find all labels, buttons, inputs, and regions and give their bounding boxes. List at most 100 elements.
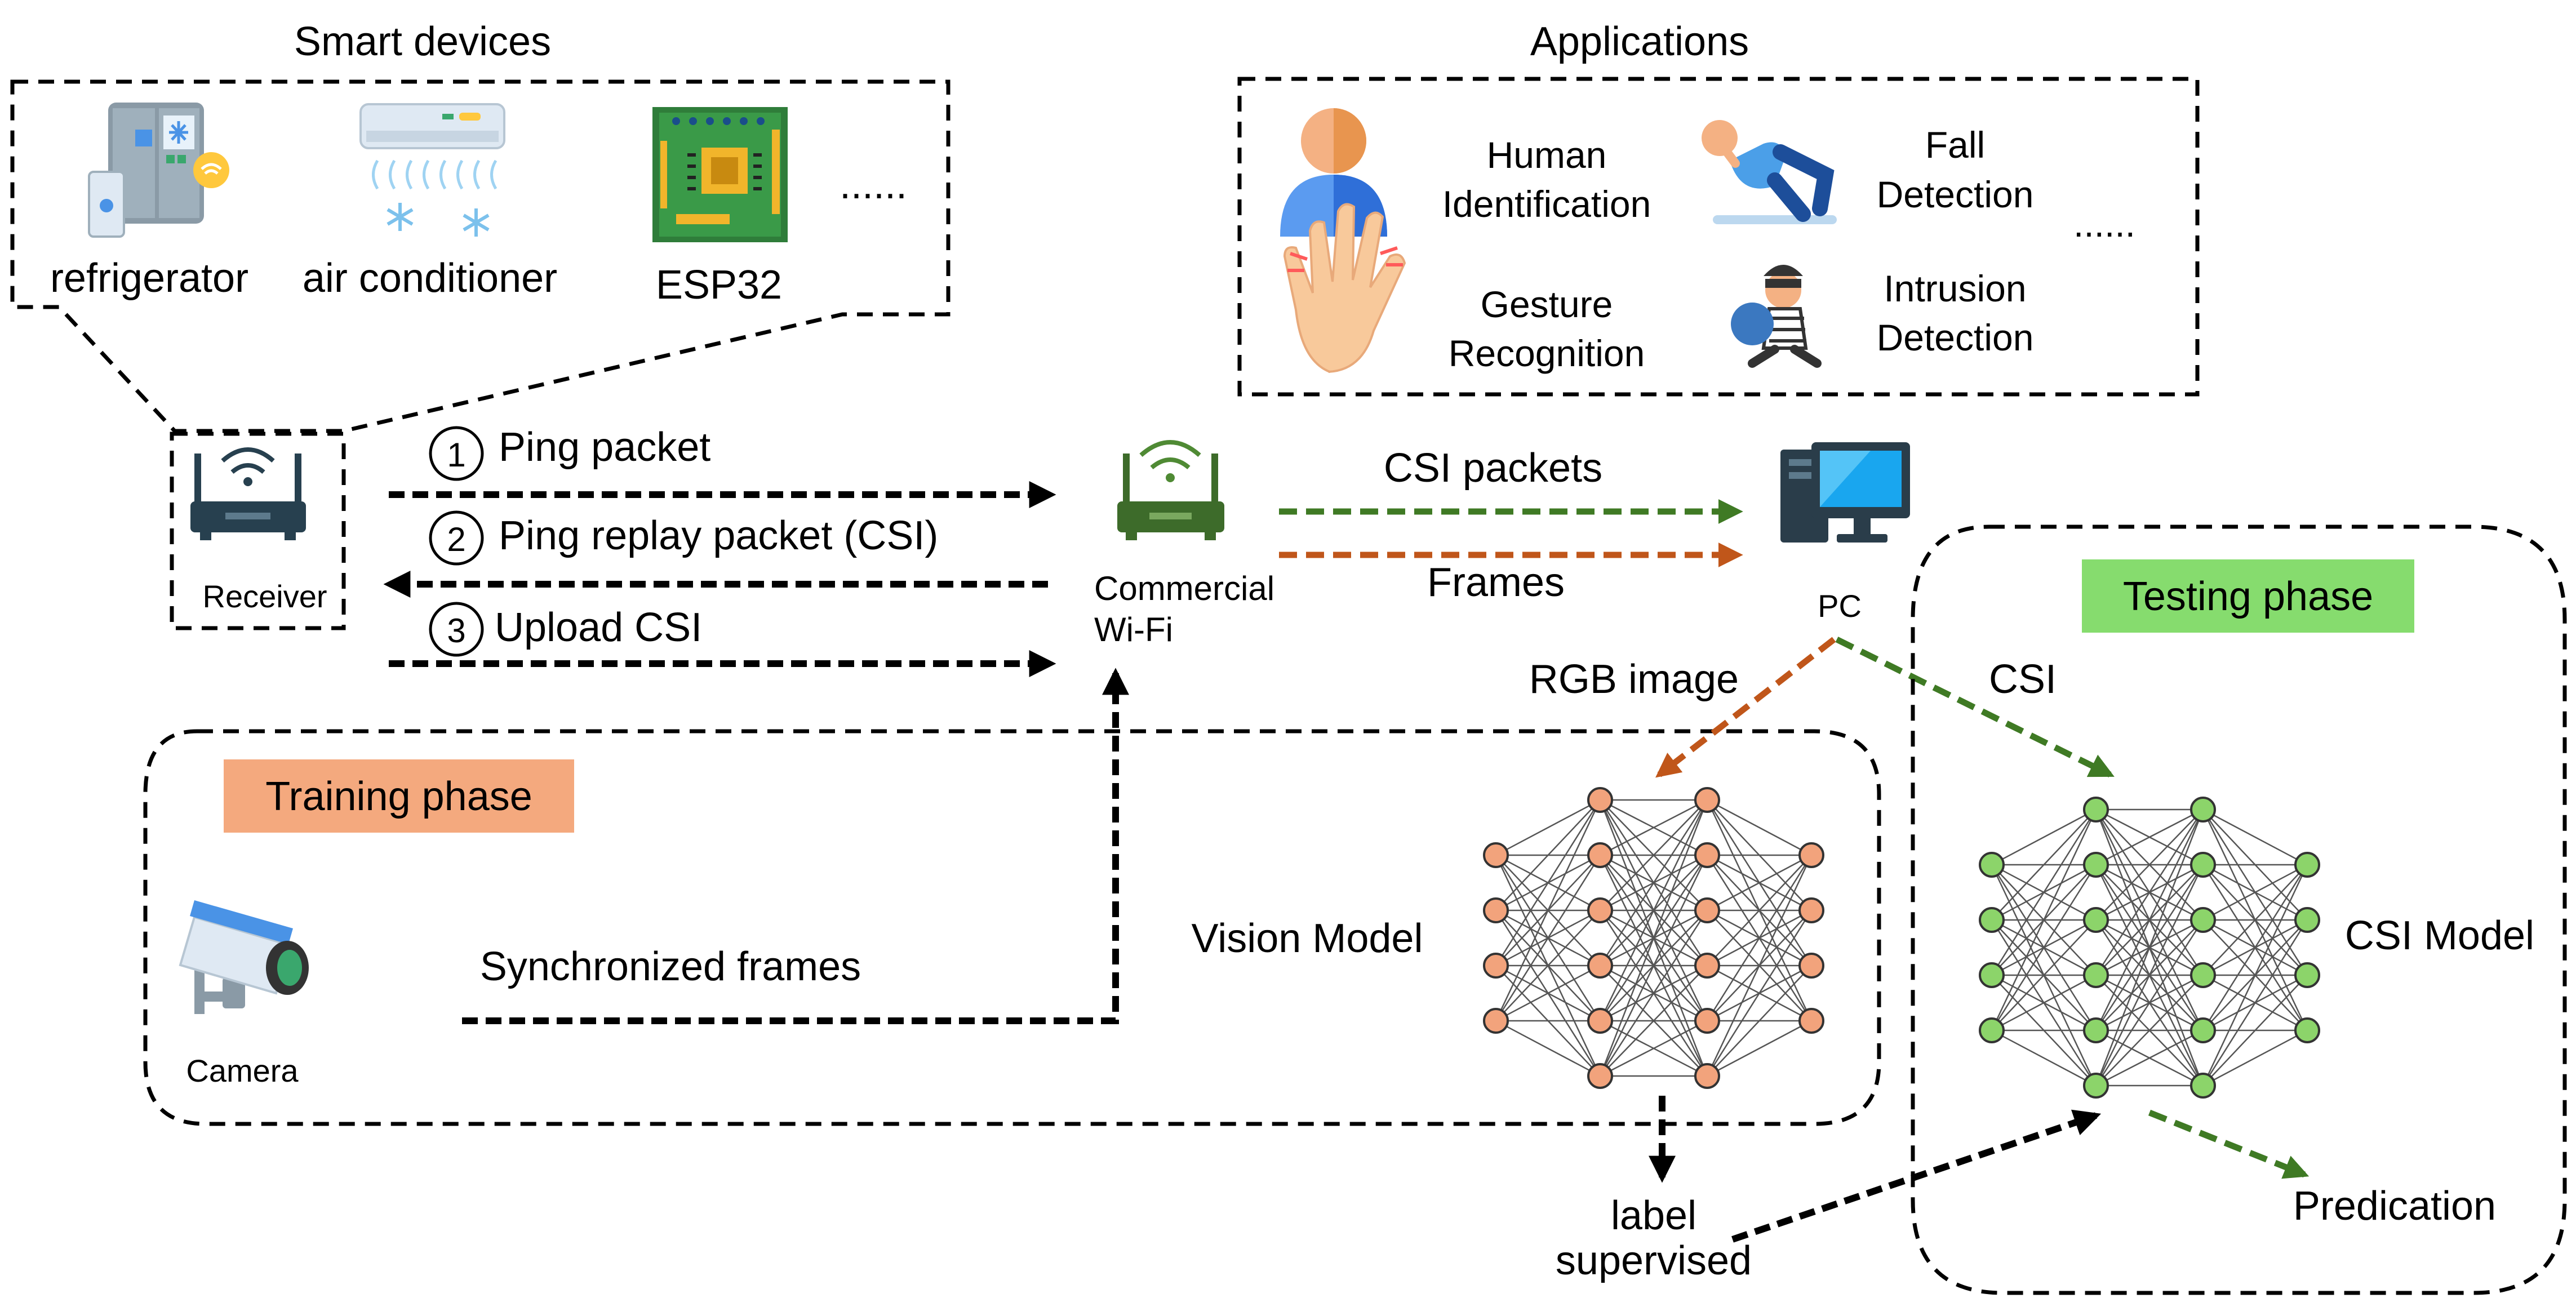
network-edge: [1495, 799, 1601, 1021]
network-node: [2294, 1017, 2320, 1043]
synchronized-frames-label: Synchronized frames: [480, 944, 861, 989]
testing-phase-panel: Testing phase CSI Model Predication: [1911, 524, 2567, 1295]
network-node: [2190, 797, 2216, 822]
testing-phase-box: [1911, 524, 2567, 1295]
air-conditioner-icon: [359, 103, 505, 237]
training-phase-title: Training phase: [265, 774, 532, 819]
receiver-box: [170, 432, 346, 630]
smart-devices-more: ......: [840, 162, 907, 207]
network-node: [1798, 953, 1824, 979]
hand-icon: [1283, 203, 1406, 373]
refrigerator-icon: [88, 103, 229, 238]
falling-person-icon: [1702, 120, 1837, 224]
vision-model-network: [1483, 787, 1824, 1089]
network-node: [1694, 842, 1720, 868]
network-node: [1483, 1008, 1509, 1034]
network-edge: [2202, 864, 2308, 921]
network-node: [2083, 1017, 2109, 1043]
pc-node: PC: [1780, 442, 1910, 624]
step-2-label: Ping replay packet (CSI): [499, 513, 938, 558]
training-phase-panel: Training phase Camera Vision Model: [143, 729, 1881, 1126]
wifi-node: Commercial Wi-Fi: [1094, 440, 1274, 648]
camera-label: Camera: [186, 1053, 299, 1088]
fall-detection-line1: Fall: [1925, 124, 1985, 166]
network-edge: [1599, 799, 1708, 966]
network-node: [1694, 953, 1720, 979]
smart-devices-box: [10, 79, 951, 433]
pc-label: PC: [1818, 588, 1862, 624]
gesture-recognition-line1: Gesture: [1481, 283, 1613, 325]
csi-model-network: [1979, 797, 2320, 1099]
human-identification-line2: Identification: [1442, 183, 1651, 225]
network-edge: [1991, 809, 2097, 976]
network-edge: [1707, 965, 1812, 1077]
intrusion-detection-line2: Detection: [1877, 317, 2034, 358]
network-edge: [1707, 855, 1812, 966]
network-node: [1979, 907, 2005, 933]
network-edge: [1495, 799, 1601, 911]
network-edge: [2095, 864, 2204, 1086]
training-phase-badge: [224, 759, 574, 833]
thief-icon: [1731, 265, 1822, 368]
network-node: [1587, 953, 1613, 979]
synchronized-frames-flow: Synchronized frames: [462, 668, 1129, 1024]
network-edge: [1991, 864, 2097, 1031]
network-edge: [1600, 799, 1708, 911]
human-identification-line1: Human: [1487, 134, 1607, 176]
csi-flow-arrow: [1835, 637, 2115, 777]
smart-devices-panel: Smart devices refrigerator: [10, 19, 951, 433]
step-3-circle: [429, 602, 484, 657]
network-edge: [2095, 808, 2204, 866]
network-edge: [2202, 864, 2308, 1086]
network-node: [2294, 852, 2320, 878]
network-edge: [1991, 919, 2097, 1031]
person-icon: [1280, 108, 1387, 237]
network-edge: [1991, 1029, 2097, 1087]
gesture-recognition-line2: Recognition: [1449, 332, 1645, 374]
network-edge: [1600, 799, 1708, 856]
network-node: [1587, 1063, 1613, 1089]
network-edge: [1495, 964, 1601, 1022]
network-edge: [1991, 809, 2097, 921]
network-node: [1979, 1017, 2005, 1043]
network-edge: [1706, 855, 1813, 1077]
prediction-arrow: [2148, 1109, 2309, 1179]
network-edge: [1599, 799, 1708, 1077]
air-conditioner-label: air conditioner: [303, 256, 557, 301]
network-edge: [2202, 919, 2308, 1086]
network-node: [1694, 1063, 1720, 1089]
network-node: [1798, 842, 1824, 868]
applications-panel: Applications Human Identification Fall D…: [1237, 19, 2200, 397]
testing-phase-badge: [2082, 559, 2414, 633]
network-edge: [1495, 910, 1601, 1021]
esp32-label: ESP32: [656, 263, 782, 308]
network-edge: [2202, 975, 2308, 1086]
network-edge: [1495, 799, 1601, 966]
network-node: [2294, 962, 2320, 988]
network-edge: [2095, 919, 2204, 1086]
vision-model-label: Vision Model: [1192, 916, 1423, 961]
applications-box: [1237, 77, 2200, 397]
wifi-router-icon: [1117, 440, 1224, 540]
applications-more: ......: [2073, 203, 2135, 244]
receiver-node: Receiver: [170, 432, 346, 630]
rgb-image-arrow: [1655, 637, 1836, 778]
refrigerator-label: refrigerator: [50, 256, 248, 301]
network-node: [1979, 962, 2005, 988]
network-node: [1694, 787, 1720, 813]
step-3-number: 3: [447, 612, 465, 650]
wifi-label-line1: Commercial: [1094, 570, 1274, 607]
network-edge: [1991, 808, 2097, 866]
security-camera-icon: [179, 900, 309, 1014]
network-node: [1798, 1008, 1824, 1034]
step-1-number: 1: [447, 436, 465, 474]
network-node: [1587, 787, 1613, 813]
network-edge: [2202, 864, 2308, 1031]
testing-phase-title: Testing phase: [2123, 574, 2373, 619]
network-edge: [1599, 799, 1708, 1021]
network-edge: [2095, 809, 2204, 1086]
network-edge: [2202, 1029, 2308, 1087]
network-edge: [1495, 855, 1601, 1021]
frames-label: Frames: [1427, 560, 1565, 605]
